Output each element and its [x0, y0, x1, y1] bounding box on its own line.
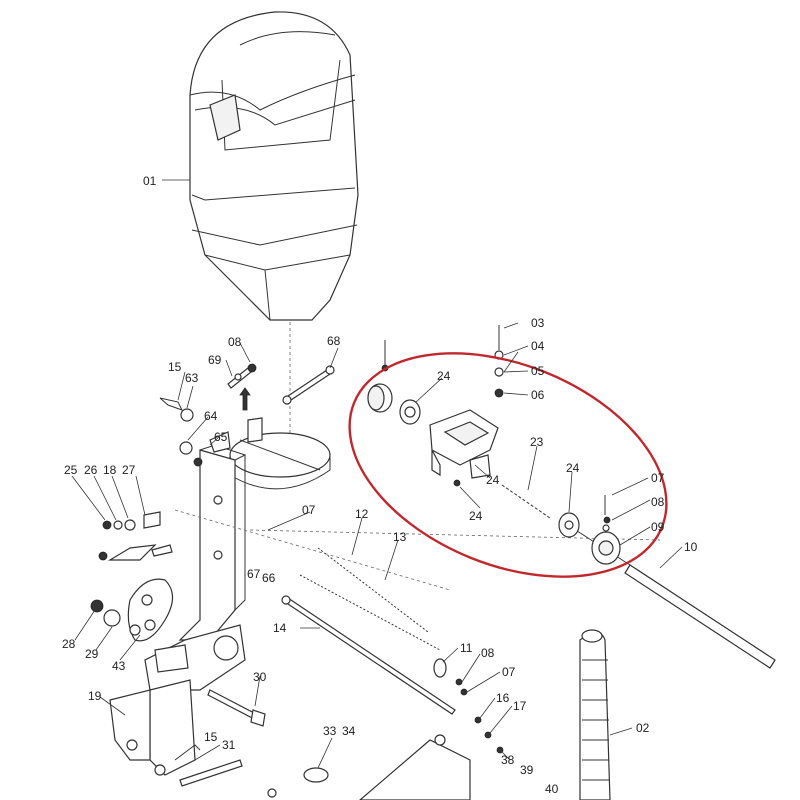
- label-24-top: 24: [437, 369, 451, 383]
- label-04: 04: [531, 339, 545, 353]
- label-13: 13: [393, 530, 407, 544]
- label-34: 34: [342, 724, 356, 738]
- label-09-right: 09: [651, 520, 665, 534]
- rod-part-68: [282, 365, 335, 405]
- label-27: 27: [122, 463, 136, 477]
- label-24-bottom: 24: [486, 473, 500, 487]
- label-24-bottom-left: 24: [469, 509, 483, 523]
- label-23: 23: [530, 435, 544, 449]
- label-25: 25: [64, 463, 78, 477]
- label-17: 17: [513, 699, 527, 713]
- bottom-pin-15-31: [174, 744, 243, 787]
- label-30: 30: [253, 670, 267, 684]
- label-10: 10: [684, 540, 698, 554]
- label-03: 03: [531, 316, 545, 330]
- label-08-top: 08: [228, 335, 242, 349]
- label-08-right: 08: [651, 495, 665, 509]
- label-66: 66: [262, 571, 276, 585]
- label-11: 11: [460, 641, 473, 655]
- label-64: 64: [204, 409, 218, 423]
- small-parts-25-27: [98, 511, 173, 561]
- label-39: 39: [520, 763, 534, 777]
- arrow-up-icon: [239, 387, 251, 411]
- label-38: 38: [501, 753, 515, 767]
- clamp-part-43: [90, 578, 174, 642]
- label-12: 12: [355, 507, 369, 521]
- label-14: 14: [273, 621, 287, 635]
- leader-lines: [71, 179, 683, 769]
- frame-post: [109, 444, 247, 776]
- label-06: 06: [531, 388, 545, 402]
- label-28: 28: [62, 637, 76, 651]
- label-19: 19: [88, 689, 102, 703]
- label-29: 29: [85, 647, 99, 661]
- label-68: 68: [327, 334, 341, 348]
- label-01: 01: [143, 174, 157, 188]
- label-43: 43: [112, 659, 126, 673]
- label-24-right: 24: [566, 461, 580, 475]
- small-parts-left: [159, 397, 231, 467]
- bolt-part-69: [227, 363, 257, 389]
- label-15-top: 15: [168, 360, 182, 374]
- label-63: 63: [185, 371, 199, 385]
- label-05: 05: [531, 364, 545, 378]
- highlight-ellipse: [348, 352, 668, 578]
- label-26: 26: [84, 463, 98, 477]
- hopper-part-01: [189, 11, 359, 321]
- hose-part-02: [579, 629, 611, 800]
- bolt-part-30: [207, 689, 266, 727]
- label-15-bottom: 15: [204, 730, 218, 744]
- label-40: 40: [545, 782, 559, 796]
- funnel-ring: [229, 417, 331, 490]
- label-18: 18: [103, 463, 117, 477]
- label-08-mid: 08: [481, 646, 495, 660]
- label-65: 65: [214, 430, 228, 444]
- label-31: 31: [222, 738, 236, 752]
- label-07-mid: 07: [502, 665, 516, 679]
- bottom-frame-33-34: [267, 734, 471, 800]
- label-33: 33: [323, 724, 337, 738]
- label-07-right: 07: [651, 471, 665, 485]
- label-16: 16: [496, 691, 510, 705]
- label-07-left: 07: [302, 503, 316, 517]
- label-02: 02: [636, 721, 650, 735]
- label-69: 69: [208, 353, 222, 367]
- label-67: 67: [247, 567, 261, 581]
